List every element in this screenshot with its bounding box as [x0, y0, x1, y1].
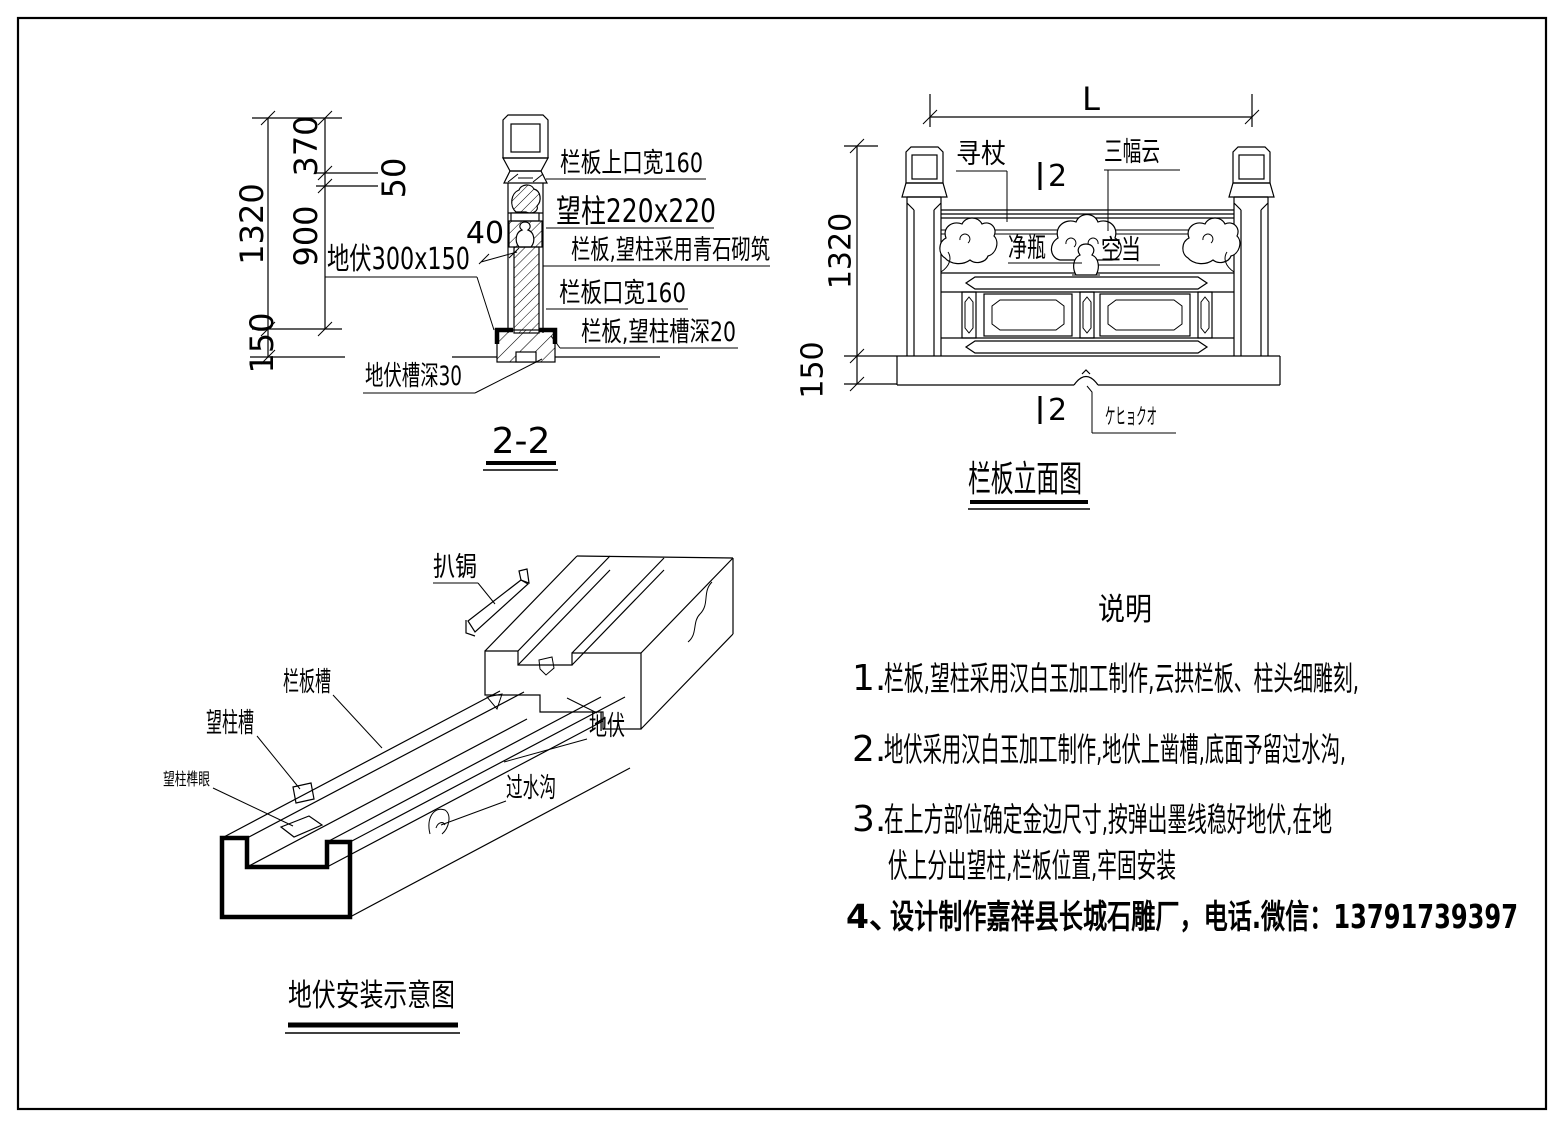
isometric-title: 地伏安装示意图	[285, 978, 460, 1034]
elevation-title: 栏板立面图	[968, 459, 1090, 510]
label-cloud: 三幅云	[1104, 137, 1160, 168]
elevation-view: L 1320 150	[796, 80, 1281, 510]
isometric-title-text: 地伏安装示意图	[288, 978, 455, 1014]
elevation-left-post	[901, 146, 948, 356]
note-3-continued: 伏上分出望柱,栏板位置,牢固安装	[888, 846, 1176, 885]
section-labels: 栏板上口宽160 望柱220x220 栏板,望柱采用青石砌筑 栏板口宽160 栏…	[325, 148, 770, 394]
label-drain-iso: 过水沟	[506, 773, 556, 804]
sheet-border	[16, 16, 1548, 1111]
note-3-text: 在上方部位确定金边尺寸,按弹出墨线稳好地伏,在地	[884, 800, 1332, 839]
label-drain-elev: ケヒョクオ	[1105, 405, 1157, 430]
dim-elev-base: 150	[796, 341, 831, 398]
dim-base-height: 150	[243, 312, 281, 373]
section-post-profile: 40	[452, 114, 660, 363]
label-difu-iso: 地伏	[589, 711, 625, 742]
dim-panel-width: 40	[466, 216, 504, 251]
elevation-railing	[896, 209, 1281, 386]
label-post-size: 望柱220x220	[556, 192, 716, 230]
cut-mark-top: 2	[1048, 159, 1067, 194]
elevation-right-post	[1228, 146, 1275, 356]
isometric-view: 扒锔 栏板槽 望柱槽 望柱榫眼 地伏 过水沟 地伏安装示意图	[163, 552, 734, 1034]
dim-cap-height: 370	[287, 115, 325, 176]
label-post-groove: 望柱槽	[206, 708, 254, 739]
iso-cramp-iron	[465, 568, 530, 637]
dim-body-height: 900	[287, 205, 325, 266]
label-top-width: 栏板上口宽160	[560, 148, 703, 179]
section-title-text: 2-2	[492, 421, 551, 462]
note-2-number: 2.	[852, 729, 886, 770]
elevation-title-text: 栏板立面图	[968, 459, 1082, 500]
label-post-mortise: 望柱榫眼	[163, 770, 210, 790]
label-cramp: 扒锔	[433, 552, 477, 583]
label-difu-groove: 地伏槽深30	[365, 361, 462, 392]
iso-rear-difu-block	[484, 555, 734, 730]
label-groove-depth: 栏板,望柱槽深20	[581, 317, 736, 348]
dim-length: L	[1082, 80, 1100, 118]
label-panel-groove: 栏板槽	[283, 667, 331, 698]
note-4-number: 4、	[846, 897, 902, 936]
note-1-text: 栏板,望柱采用汉白玉加工制作,云拱栏板、柱头细雕刻,	[884, 659, 1359, 698]
iso-front-difu-block	[219, 690, 631, 920]
note-3-number: 3.	[852, 799, 886, 840]
dim-rail-gap: 50	[375, 158, 413, 199]
note-4-text: 设计制作嘉祥县长城石雕厂，电话.微信：13791739397	[890, 897, 1518, 936]
section-title: 2-2	[483, 421, 558, 471]
notes-title: 说明	[1098, 592, 1152, 628]
label-material: 栏板,望柱采用青石砌筑	[571, 235, 770, 266]
note-1-number: 1.	[852, 658, 886, 699]
label-mouth-width: 栏板口宽160	[559, 278, 686, 309]
elevation-dimension-lines: L 1320 150	[796, 80, 1260, 399]
label-handrail: 寻杖	[956, 139, 1006, 170]
notes-block: 说明 1. 栏板,望柱采用汉白玉加工制作,云拱栏板、柱头细雕刻, 2. 地伏采用…	[846, 592, 1518, 936]
cut-mark-bottom: 2	[1048, 393, 1067, 428]
label-vase: 净瓶	[1008, 233, 1046, 264]
elevation-labels: 寻杖 三幅云 净瓶 空当 ケヒョクオ	[956, 137, 1180, 434]
section-dimension-lines: 1320 370 900 50 150	[233, 110, 413, 374]
note-2-text: 地伏采用汉白玉加工制作,地伏上凿槽,底面予留过水沟,	[884, 730, 1346, 769]
dim-total-height: 1320	[233, 183, 271, 264]
label-gap: 空当	[1101, 235, 1141, 266]
iso-labels: 扒锔 栏板槽 望柱槽 望柱榫眼 地伏 过水沟	[163, 552, 625, 827]
dim-elev-height: 1320	[824, 213, 859, 289]
section-2-2: 1320 370 900 50 150	[233, 110, 770, 471]
elevation-cut-marks: 2 2	[1038, 159, 1067, 428]
label-difu-size: 地伏300x150	[327, 242, 470, 277]
